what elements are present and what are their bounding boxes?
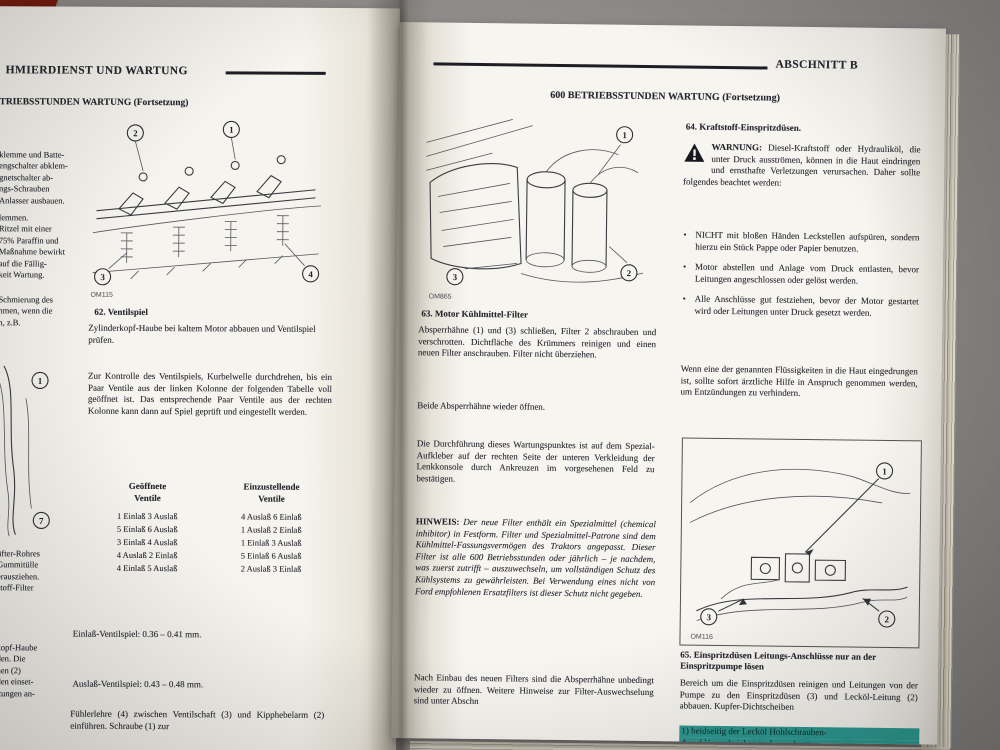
svg-text:1: 1 [882, 466, 887, 476]
left-para-1: Zylinderkopf-Haube bei kaltem Motor abba… [88, 322, 316, 345]
callout-3: 3 [446, 268, 464, 286]
right-col-left-para-3: Die Durchführung dieses Wartungspunktes … [416, 438, 655, 484]
callout-2: 2 [878, 610, 896, 628]
svg-text:3: 3 [453, 272, 458, 282]
figure-63-kuehlmittel-filter: 1 2 3 OM865 [421, 112, 655, 307]
valve-train-drawing: 1 2 3 4 OM115 [90, 120, 321, 299]
valve-table-header-adjust: Einzustellende Ventile [243, 481, 300, 504]
svg-text:1: 1 [622, 130, 627, 140]
item-64-heading: 64. Kraftstoff-Einspritzdüsen. [685, 121, 802, 133]
intake-clearance-spec: Einlaß-Ventilspiel: 0.36 – 0.41 mm. [72, 628, 202, 640]
figure-65-einspritzduesen: 1 3 2 OM116 [679, 437, 922, 649]
svg-text:3: 3 [100, 272, 105, 282]
hinweis-text: Der neue Filter enthält ein Spezialmitte… [414, 516, 656, 599]
warning-bullet: NICHT mit bloßen Händen Leckstellen aufs… [682, 229, 919, 255]
partial-drawing: 1 7 [0, 365, 50, 537]
svg-text:2: 2 [884, 614, 889, 624]
left-para-3: Fühlerlehre (4) zwischen Ventilschaft (3… [70, 708, 325, 731]
callout-4: 4 [302, 265, 320, 283]
hinweis-paragraph: HINWEIS: Der neue Filter enthält ein Spe… [415, 516, 656, 600]
svg-text:2: 2 [627, 268, 632, 278]
figure-65-id-label: OM116 [690, 634, 713, 641]
right-col-right-para-1: Wenn eine der genannten Flüssigkeiten in… [680, 363, 918, 399]
exhaust-clearance-spec: Auslaß-Ventilspiel: 0.43 – 0.48 mm. [72, 678, 204, 690]
warning-bullet: Motor abstellen und Anlage vom Druck ent… [682, 262, 919, 288]
callout-1: 1 [222, 120, 240, 138]
left-page: HMIERDIENST UND WARTUNG TRIEBSSTUNDEN WA… [0, 6, 400, 750]
hinweis-label: HINWEIS: [415, 516, 460, 527]
warning-label: WARNUNG: [711, 141, 763, 153]
figure-62-id-label: OM115 [90, 292, 113, 299]
left-page-header: HMIERDIENST UND WARTUNG [5, 64, 188, 78]
left-margin-text-a: klemme und Batte- engschalter abklem- gn… [0, 149, 68, 206]
figure-63-id-label: OM865 [429, 293, 452, 300]
figure-63-caption: 63. Motor Kühlmittel-Filter [421, 308, 529, 320]
left-margin-text-c: Schmierung des hmen, wenn die n, z.B. [0, 294, 54, 328]
warning-triangle-icon [683, 142, 705, 166]
left-header-rule [225, 71, 326, 75]
figure-62-ventilspiel: 1 2 3 4 OM115 [82, 113, 329, 304]
right-col-right-para-2: Bereich um die Einspritzdüsen reinigen u… [679, 677, 918, 713]
callout-2: 2 [126, 124, 144, 142]
right-col-left-para-1: Absperrhähne (1) und (3) schließen, Filt… [417, 324, 657, 360]
right-col-left-para-4: Nach Einbau des neuen Filters sind die A… [413, 672, 655, 707]
right-col-left-para-2: Beide Absperrhähne wieder öffnen. [417, 400, 546, 412]
svg-text:3: 3 [706, 612, 711, 622]
left-margin-text-e: kopf-Haube den. Die hen (2) den einset- … [0, 642, 38, 699]
valve-table-header-open: Geöffnete Ventile [128, 480, 167, 503]
figure-65-caption: 65. Einspritzdüsen Leitungs-Anschlüsse n… [680, 649, 877, 672]
callout-1: 1 [31, 371, 49, 389]
engine-filter-drawing: 1 2 3 OM865 [426, 118, 644, 301]
callout-7: 7 [32, 511, 50, 529]
injector-lines-drawing: 1 3 2 OM116 [689, 462, 911, 641]
warning-bullet-list: NICHT mit bloßen Händen Leckstellen aufs… [681, 229, 919, 328]
warning-block: WARNUNG: Diesel-Kraftstoff oder Hydrauli… [683, 141, 921, 190]
right-page: ABSCHNITT B 600 BETRIEBSSTUNDEN WARTUNG … [391, 22, 946, 745]
left-para-2: Zur Kontrolle des Ventilspiels, Kurbelwe… [87, 370, 333, 417]
right-page-title: 600 BETRIEBSSTUNDEN WARTUNG (Fortsetzung… [550, 89, 781, 104]
figure-partial-left: 1 7 [0, 358, 60, 540]
warning-bullet: Alle Anschlüsse gut festziehen, bevor de… [681, 294, 918, 320]
callout-2: 2 [620, 264, 638, 282]
svg-text:1: 1 [38, 376, 43, 386]
figure-62-caption: 62. Ventilspiel [94, 306, 148, 317]
svg-text:2: 2 [133, 128, 138, 138]
callout-3: 3 [700, 608, 718, 626]
left-margin-text-b: lemmen. Ritzel mit einer 75% Paraffin un… [0, 212, 66, 280]
highlighted-text: 1) beidseitig der Lecköl Hohlschrauben- … [679, 725, 920, 745]
right-header-rule [433, 62, 768, 69]
left-margin-text-d: üfter-Rohres Gummitülle erausziehen. sto… [0, 548, 40, 593]
svg-text:4: 4 [308, 269, 313, 279]
callout-1: 1 [876, 462, 894, 480]
svg-text:1: 1 [229, 125, 234, 135]
valve-table: Geöffnete Ventile Einzustellende Ventile… [85, 481, 333, 576]
svg-text:7: 7 [39, 516, 44, 526]
callout-1: 1 [616, 126, 634, 144]
right-page-header: ABSCHNITT B [775, 58, 859, 72]
left-section-title: TRIEBSSTUNDEN WARTUNG (Fortsetzung) [0, 97, 189, 109]
callout-3: 3 [94, 268, 112, 286]
